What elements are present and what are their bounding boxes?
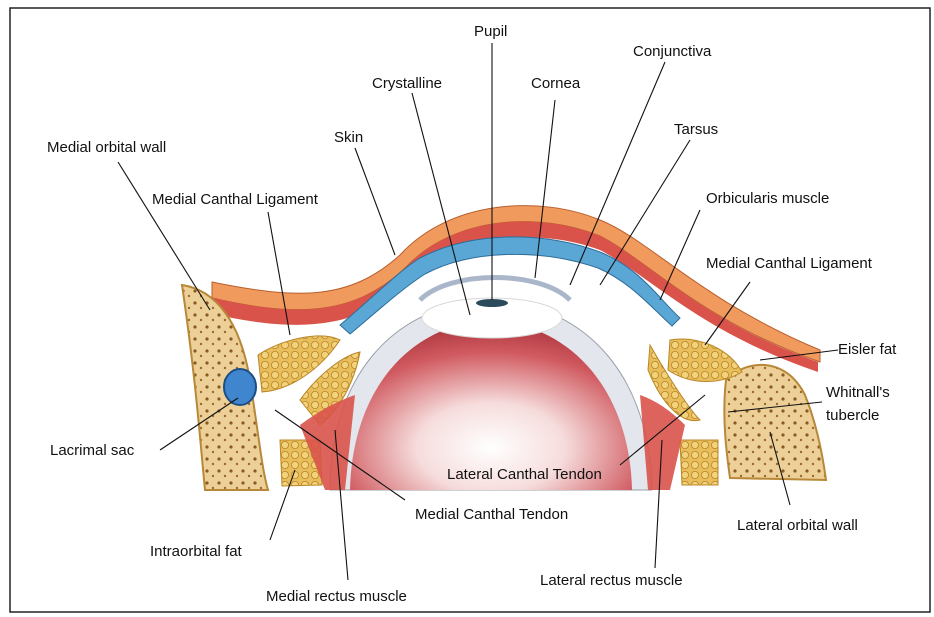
label-medial-canthal-ligament-left: Medial Canthal Ligament [152,191,319,208]
label-cornea: Cornea [531,75,581,92]
fat-pad-lateral-upper [668,339,742,381]
pupil-shape [476,299,508,307]
label-medial-canthal-ligament-right: Medial Canthal Ligament [706,255,873,272]
label-pupil: Pupil [474,23,507,40]
label-whitnalls-tubercle-1: Whitnall's [826,384,890,401]
label-intraorbital-fat: Intraorbital fat [150,543,243,560]
cornea-shape [420,278,570,301]
label-crystalline: Crystalline [372,75,442,92]
label-skin: Skin [334,129,363,146]
label-medial-canthal-tendon: Medial Canthal Tendon [415,506,568,523]
label-lateral-orbital-wall: Lateral orbital wall [737,517,858,534]
label-eisler-fat: Eisler fat [838,341,897,358]
label-medial-orbital-wall: Medial orbital wall [47,139,166,156]
label-lateral-rectus-muscle: Lateral rectus muscle [540,572,683,589]
label-lacrimal-sac: Lacrimal sac [50,442,135,459]
lateral-orbital-bone [724,365,826,480]
label-whitnalls-tubercle-2: tubercle [826,407,879,424]
label-lateral-canthal-tendon: Lateral Canthal Tendon [447,466,602,483]
label-orbicularis-muscle: Orbicularis muscle [706,190,829,207]
fat-pad-lateral-lower [680,440,718,485]
label-tarsus: Tarsus [674,121,718,138]
lacrimal-sac-shape [224,369,256,405]
label-medial-rectus-muscle: Medial rectus muscle [266,588,407,605]
label-conjunctiva: Conjunctiva [633,43,712,60]
